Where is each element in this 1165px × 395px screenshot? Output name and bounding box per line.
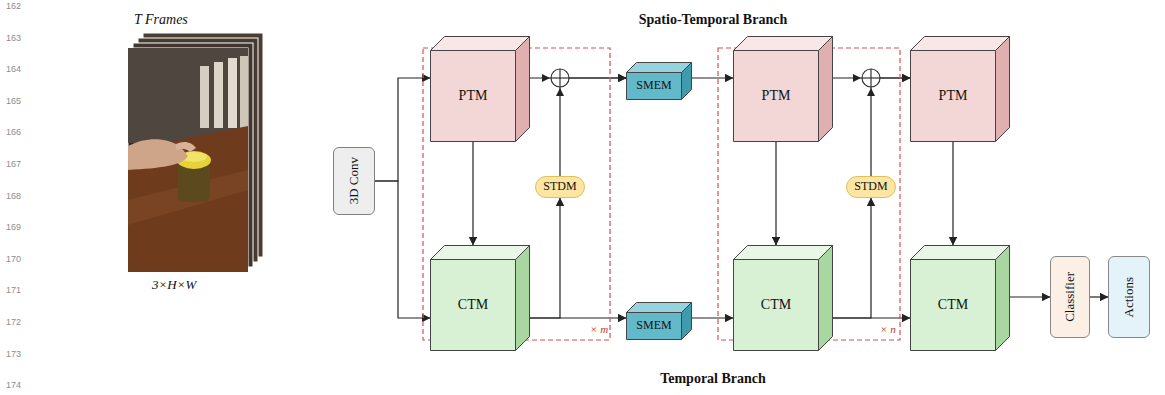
- line-number: 172: [1, 318, 21, 328]
- module-label: CTM: [761, 297, 791, 313]
- flow-arrow: [692, 77, 733, 78]
- module-label: CTM: [938, 297, 968, 313]
- module-label: PTM: [939, 88, 968, 104]
- flow-arrow: [692, 317, 733, 318]
- repeat-count: × m: [590, 323, 608, 335]
- module-cube: SMEM: [626, 62, 692, 100]
- classifier-block: Classifier: [1050, 256, 1090, 338]
- line-number: 163: [1, 34, 21, 44]
- video-frames: [128, 33, 263, 272]
- module-cube: CTM: [733, 245, 833, 351]
- line-number: 165: [1, 97, 21, 107]
- cube-face: [734, 51, 819, 142]
- line-number: 166: [1, 128, 21, 138]
- cube-face: [431, 260, 516, 351]
- module-label: SMEM: [636, 79, 671, 93]
- flow-arrow: [375, 181, 430, 318]
- cube-face: [682, 63, 692, 100]
- branch-title: Spatio-Temporal Branch: [639, 12, 787, 27]
- output-block: Actions: [1108, 256, 1150, 338]
- cube-face: [911, 260, 996, 351]
- module-cube: PTM: [733, 36, 833, 142]
- cube-face: [431, 246, 530, 260]
- cube-face: [627, 73, 682, 100]
- cube-face: [627, 313, 682, 340]
- flow-arrow: [871, 78, 910, 176]
- cube-face: [627, 303, 692, 313]
- line-number: 162: [1, 2, 21, 12]
- module-label: PTM: [459, 88, 488, 104]
- cube-face: [682, 303, 692, 340]
- cube-face: [431, 37, 530, 51]
- module-cube: CTM: [910, 245, 1010, 351]
- cube-face: [627, 63, 692, 73]
- line-number: 164: [1, 65, 21, 75]
- module-label: Classifier: [1063, 272, 1078, 322]
- module-pill: STDM: [535, 176, 585, 198]
- module-cube: PTM: [910, 36, 1010, 142]
- module-label: Actions: [1122, 277, 1137, 317]
- line-number: 168: [1, 192, 21, 202]
- cube-face: [819, 37, 833, 142]
- cube-face: [734, 37, 833, 51]
- module-cube: CTM: [430, 245, 530, 351]
- flow-arrow: [472, 142, 473, 245]
- module-label: SMEM: [636, 319, 671, 333]
- flow-arrow: [1010, 296, 1050, 297]
- module-cube: SMEM: [626, 302, 692, 340]
- line-number: 170: [1, 255, 21, 265]
- module-pill: STDM: [846, 176, 896, 198]
- branch-panel: Temporal Branch CTM SMEM CTM CTM: [392, 229, 1034, 391]
- cube-face: [911, 246, 1010, 260]
- module-label: STDM: [543, 180, 576, 194]
- line-number: 167: [1, 160, 21, 170]
- repeat-count: × n: [880, 323, 896, 335]
- flow-arrow: [952, 142, 953, 245]
- cube-face: [996, 246, 1010, 351]
- branch-title: Temporal Branch: [660, 371, 766, 386]
- cube-face: [819, 246, 833, 351]
- cube-face: [911, 51, 996, 142]
- cube-face: [516, 37, 530, 142]
- flow-arrow: [530, 317, 626, 318]
- flow-arrow: [775, 142, 776, 245]
- line-number: 171: [1, 286, 21, 296]
- cube-face: [734, 260, 819, 351]
- input-shape: 3×H×W: [152, 278, 196, 292]
- branch-panel: Spatio-Temporal BranchPTM SMEM PTM PTM: [392, 5, 1034, 175]
- flow-arrow: [1090, 296, 1108, 297]
- flow-arrow: [833, 317, 910, 318]
- line-number: 173: [1, 350, 21, 360]
- module-label: PTM: [762, 88, 791, 104]
- module-label: CTM: [458, 297, 488, 313]
- line-number: 174: [1, 381, 21, 391]
- module-cube: PTM: [430, 36, 530, 142]
- module-label: 3D Conv: [347, 157, 362, 204]
- module-label: STDM: [854, 180, 887, 194]
- cube-face: [996, 37, 1010, 142]
- flow-arrow: [560, 78, 626, 176]
- cube-face: [431, 51, 516, 142]
- cube-face: [516, 246, 530, 351]
- input-caption: T Frames: [134, 12, 188, 27]
- conv-block: 3D Conv: [333, 147, 375, 215]
- flow-arrow: [530, 198, 560, 318]
- line-number: 169: [1, 223, 21, 233]
- flow-arrow: [375, 78, 430, 181]
- cube-face: [734, 246, 833, 260]
- cube-face: [911, 37, 1010, 51]
- flow-arrow: [833, 198, 871, 318]
